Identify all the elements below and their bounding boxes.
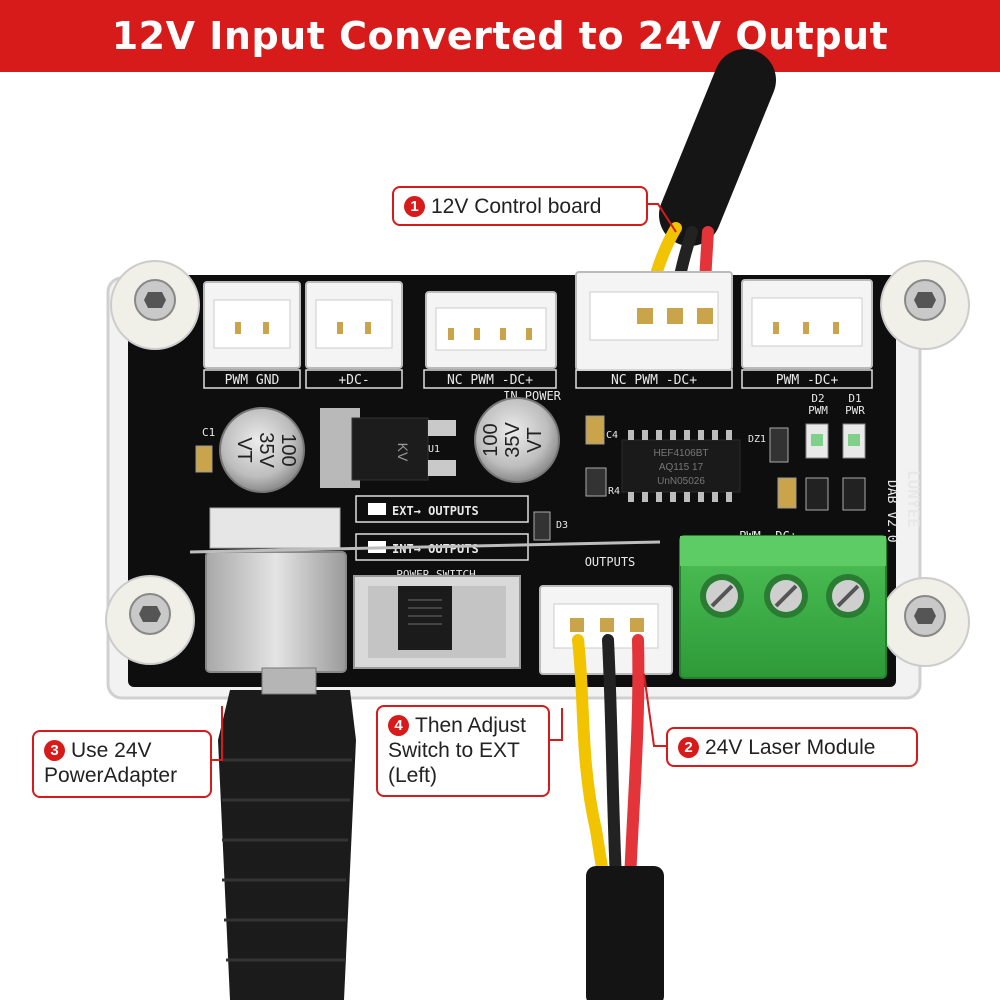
capacitor-left-series: VT bbox=[233, 437, 255, 463]
label-u1: U1 bbox=[428, 444, 440, 455]
power-switch bbox=[353, 575, 521, 669]
label-nc-pwm-dc-2: NC PWM -DC+ bbox=[611, 373, 697, 388]
callout-3-line1: Use 24V bbox=[71, 739, 152, 762]
label-nc-pwm-dc-1: NC PWM -DC+ bbox=[447, 373, 533, 388]
label-outputs: OUTPUTS bbox=[585, 555, 636, 569]
label-d1: D1 bbox=[848, 392, 861, 405]
label-r4: R4 bbox=[608, 486, 620, 497]
terminal-block: PWM -DC+ bbox=[679, 529, 887, 679]
callout-3-number: 3 bbox=[44, 740, 65, 761]
chip-marking-2: AQ115 17 bbox=[659, 462, 704, 473]
banner-title: 12V Input Converted to 24V Output bbox=[111, 14, 889, 58]
callout-switch-ext: 4 Then Adjust Switch to EXT (Left) bbox=[376, 705, 550, 797]
connector-control-input bbox=[575, 271, 733, 371]
capacitor-left-value: 100 bbox=[277, 433, 299, 466]
led-indicators: D2 PWM D1 PWR R1 bbox=[777, 392, 866, 511]
callout-1-number: 1 bbox=[404, 196, 425, 217]
connector-dc bbox=[305, 281, 403, 369]
component-r4 bbox=[585, 467, 607, 497]
callout-power-adapter: 3 Use 24V PowerAdapter bbox=[32, 730, 212, 798]
regulator-u1: KV U1 bbox=[320, 408, 456, 488]
connector-in-power bbox=[425, 291, 557, 369]
label-ext-outputs: EXT→ OUTPUTS bbox=[392, 504, 479, 518]
connector-pwm-gnd bbox=[203, 281, 301, 369]
callout-laser-module: 2 24V Laser Module bbox=[666, 727, 918, 767]
standoff-bottom-left bbox=[105, 575, 195, 665]
label-d2-pwm: PWM bbox=[808, 404, 828, 417]
standoff-top-right bbox=[880, 260, 970, 350]
capacitor-right-value: 100 bbox=[480, 423, 502, 456]
capacitor-right-series: VT bbox=[524, 427, 546, 453]
component-dz1 bbox=[769, 427, 789, 463]
callout-control-board: 1 12V Control board bbox=[392, 186, 648, 226]
capacitor-right: 100 35V VT bbox=[474, 397, 560, 483]
label-dz1: DZ1 bbox=[748, 434, 766, 445]
label-pwm-dc: PWM -DC+ bbox=[776, 373, 839, 388]
title-banner: 12V Input Converted to 24V Output bbox=[0, 0, 1000, 72]
component-c1 bbox=[195, 445, 213, 473]
capacitor-right-voltage: 35V bbox=[502, 422, 524, 458]
callout-3-line2: PowerAdapter bbox=[44, 764, 178, 787]
callout-4-line3: (Left) bbox=[388, 764, 438, 787]
component-c4 bbox=[585, 415, 605, 445]
chip-marking-3: UnN05026 bbox=[657, 476, 705, 487]
label-c4: C4 bbox=[606, 430, 618, 441]
label-d2: D2 bbox=[811, 392, 824, 405]
label-d3: D3 bbox=[556, 520, 568, 531]
callout-4-number: 4 bbox=[388, 715, 409, 736]
u1-marking: KV bbox=[395, 443, 411, 462]
label-dc: +DC- bbox=[338, 373, 369, 388]
label-c1: C1 bbox=[202, 426, 215, 439]
power-adapter-plug bbox=[218, 667, 356, 1000]
callout-2-number: 2 bbox=[678, 737, 699, 758]
connector-pwm-dc-right bbox=[741, 279, 873, 369]
label-d1-pwr: PWR bbox=[845, 404, 865, 417]
capacitor-left-voltage: 35V bbox=[255, 432, 277, 468]
label-int-outputs: INT→ OUTPUTS bbox=[392, 542, 479, 556]
standoff-top-left bbox=[110, 260, 200, 350]
label-pwm-gnd: PWM GND bbox=[225, 373, 280, 388]
brand-lunyee: LUNYEE bbox=[904, 470, 923, 528]
callout-1-text: 12V Control board bbox=[431, 195, 602, 218]
callout-4-line1: Then Adjust bbox=[415, 714, 526, 737]
laser-module-wires bbox=[572, 634, 664, 1000]
callout-4-line2: Switch to EXT bbox=[388, 739, 520, 762]
ic-chip: HEF4106BT AQ115 17 UnN05026 bbox=[621, 430, 741, 502]
board-version: DAB V2.0 bbox=[884, 480, 899, 543]
chip-marking-1: HEF4106BT bbox=[653, 448, 708, 459]
standoff-bottom-right bbox=[880, 577, 970, 667]
capacitor-left: 100 35V VT bbox=[219, 407, 305, 493]
callout-2-text: 24V Laser Module bbox=[705, 736, 876, 759]
